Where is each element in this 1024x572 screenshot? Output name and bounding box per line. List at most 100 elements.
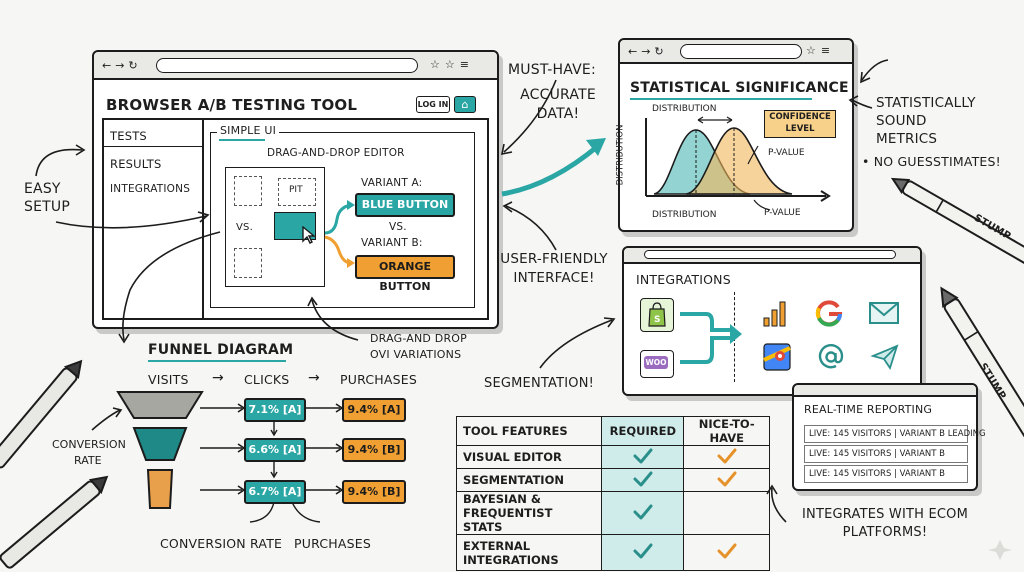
funnel-title-underline (148, 360, 286, 362)
feature-cell: SEGMENTATION (455, 468, 603, 492)
confidence-level-label: CONFIDENCE LEVEL (769, 112, 831, 134)
integrates-ecom-text: INTEGRATES WITH ECOM PLATFORMS! (802, 507, 968, 540)
placeholder-block[interactable] (234, 248, 262, 278)
nice-cell (683, 534, 770, 571)
variant-vs-label: VS. (389, 221, 407, 233)
check-icon (633, 471, 653, 490)
row-text: 145 VISITORS | VARIANT B LEADING (833, 429, 986, 439)
toolbar-icons[interactable]: ☆≡ (806, 44, 836, 57)
realtime-title: REAL-TIME REPORTING (804, 403, 933, 416)
realtime-row: LIVE: 145 VISITORS | VARIANT B (804, 465, 968, 483)
home-icon: ⌂ (461, 98, 469, 111)
sidebar-item-integrations-label: INTEGRATIONS (110, 183, 191, 195)
woocommerce-icon[interactable]: WOO (640, 350, 674, 378)
feature-cell: VISUAL EDITOR (455, 445, 603, 469)
sidebar-item-tests-label: TESTS (110, 129, 147, 143)
feature-label: BAYESIAN & (463, 492, 541, 506)
funnel-bottom-left-label: CONVERSION RATE (160, 536, 283, 551)
statistically-sound-text: STATISTICALLY SOUND METRICS (876, 95, 976, 147)
app-body: TESTS RESULTS INTEGRATIONS SIMPLE UI DRA… (102, 118, 489, 320)
easy-setup-text: EASY SETUP (24, 181, 70, 215)
table-row: VISUAL EDITOR (455, 445, 770, 469)
variant-a-button[interactable]: BLUE BUTTON (355, 193, 455, 217)
required-cell (601, 534, 685, 571)
paper-plane-icon[interactable] (870, 342, 900, 372)
mail-icon[interactable] (868, 300, 900, 326)
funnel-purchase-value: 9.4% [A] (342, 398, 406, 422)
woo-text: WOO (645, 358, 667, 367)
required-cell (601, 445, 685, 469)
distribution-bottom-label: DISTRIBUTION (652, 210, 717, 220)
nav-arrows-icon[interactable]: ←→↻ (102, 59, 142, 72)
sidebar-item-results-label: RESULTS (110, 157, 162, 171)
feature-label: SEGMENTATION (463, 473, 564, 487)
address-bar[interactable] (680, 44, 802, 59)
row-text: 145 VISITORS | VARIANT B (833, 469, 945, 479)
user-friendly-text: USER-FRIENDLY INTERFACE! (500, 251, 608, 286)
integration-flow-arrows (680, 312, 742, 364)
feature-label: VISUAL EDITOR (463, 450, 562, 464)
check-icon (717, 448, 737, 467)
funnel-left-label-2: RATE (74, 454, 102, 467)
login-label: LOG IN (417, 100, 449, 109)
home-button[interactable]: ⌂ (454, 96, 476, 113)
funnel-click-value: 6.7% [A] (244, 480, 306, 504)
drag-drop-note-2: OVI VARIATIONS (370, 348, 462, 361)
feature-label: INTEGRATIONS (463, 552, 559, 567)
login-button[interactable]: LOG IN (416, 96, 450, 113)
check-icon (633, 543, 653, 562)
placeholder-block-pit[interactable]: PIT (278, 178, 316, 206)
check-icon (633, 504, 653, 523)
sidebar-item-results[interactable]: RESULTS (104, 154, 202, 174)
variant-arrows (324, 200, 355, 268)
funnel-header-clicks: CLICKS (244, 372, 290, 387)
address-bar[interactable] (644, 250, 896, 259)
shopify-icon[interactable]: S (640, 298, 674, 332)
features-table: TOOL FEATURES REQUIRED NICE-TO-HAVE VISU… (455, 416, 770, 571)
browser-chrome (624, 248, 920, 264)
address-bar[interactable] (156, 58, 418, 73)
placeholder-block[interactable] (234, 176, 262, 206)
funnel-bottom-right-label: PURCHASES (294, 536, 371, 551)
variant-a-label: VARIANT A: (361, 177, 423, 189)
funnel-purchase-value: 9.4% [B] (342, 438, 406, 462)
editor-canvas[interactable]: PIT VS. (225, 167, 325, 287)
row-text: 145 VISITORS | VARIANT B (833, 449, 945, 459)
required-cell (601, 491, 685, 535)
drag-drop-note-1: DRAG-AND DROP (370, 332, 467, 345)
editor-label: DRAG-AND-DROP EDITOR (267, 147, 405, 159)
confidence-level-badge: CONFIDENCE LEVEL (764, 110, 836, 138)
funnel-header-visits: VISITS (148, 372, 189, 387)
p-value-top-label: P-VALUE (768, 148, 805, 158)
nice-cell (683, 468, 770, 492)
distribution-chart (645, 116, 831, 211)
accurate-data-text: ACCURATE DATA! (520, 87, 596, 122)
variant-b-button[interactable]: ORANGE BUTTON (355, 255, 455, 293)
panel-title-underline (219, 139, 265, 141)
at-sign-icon[interactable] (816, 342, 846, 372)
sidebar-item-tests[interactable]: TESTS (104, 126, 202, 147)
feature-label: FREQUENTIST STATS (463, 506, 553, 534)
analytics-bars-icon[interactable] (760, 298, 790, 328)
row-prefix: LIVE: (809, 449, 831, 459)
google-icon[interactable] (814, 298, 844, 328)
integrations-title: INTEGRATIONS (636, 272, 731, 287)
realtime-row: LIVE: 145 VISITORS | VARIANT B (804, 445, 968, 463)
google-maps-icon[interactable] (762, 342, 792, 372)
funnel-purchase-value: 9.4% [B] (342, 480, 406, 504)
check-icon (633, 448, 653, 467)
app-title: BROWSER A/B TESTING TOOL (106, 96, 358, 114)
funnel-connector-arrows (200, 403, 344, 523)
statistically-sound-label: STATISTICALLY SOUND METRICS (876, 94, 986, 148)
integrations-window: INTEGRATIONS S WOO (622, 246, 922, 396)
stats-title-underline (630, 98, 812, 100)
sidebar: TESTS RESULTS INTEGRATIONS (104, 120, 204, 318)
funnel-click-value: 7.1% [A] (244, 398, 306, 422)
sidebar-item-integrations[interactable]: INTEGRATIONS (104, 180, 202, 200)
nav-arrows-icon[interactable]: ←→↻ (628, 45, 668, 58)
browser-chrome: ←→↻ ☆≡ (620, 40, 852, 64)
toolbar-icons[interactable]: ☆☆≡ (430, 58, 474, 71)
nice-cell (683, 491, 770, 535)
